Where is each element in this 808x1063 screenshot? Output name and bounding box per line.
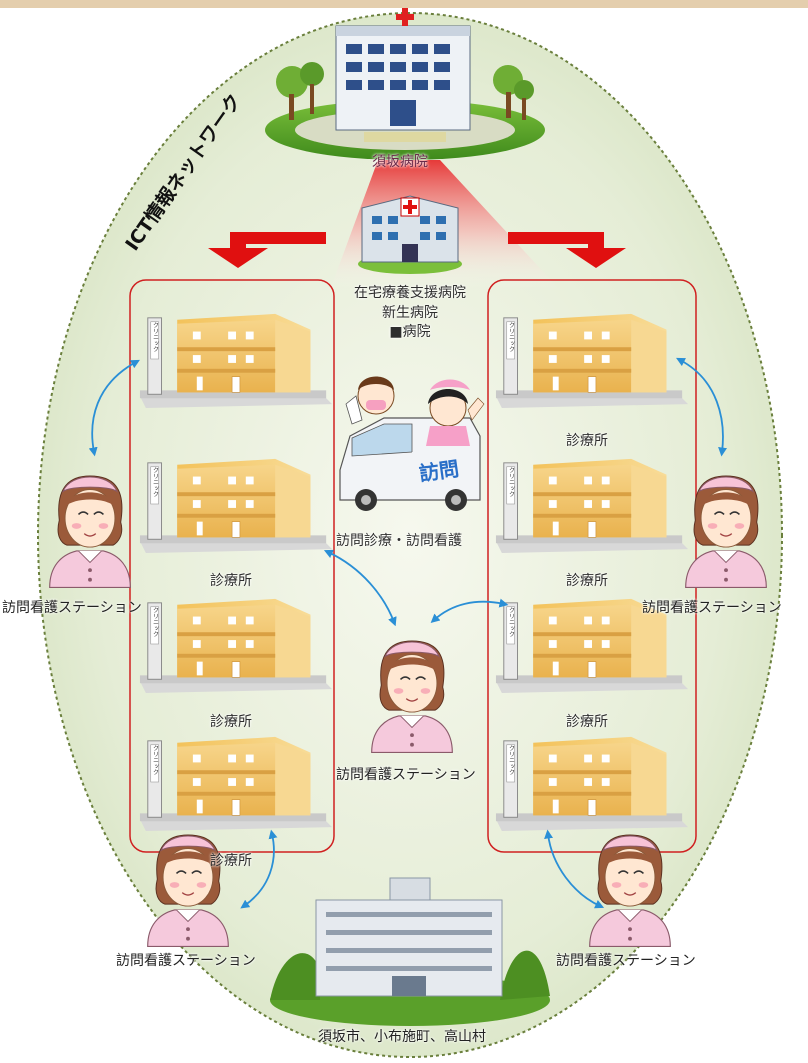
clinic-sign-text: クリニック	[152, 745, 159, 775]
station-label-bottom-right: 訪問看護ステーション	[556, 953, 696, 969]
station-label-bottom-left: 訪問看護ステーション	[116, 953, 256, 969]
link-center-nurse-right-clinic	[430, 598, 509, 623]
visit-van-illustration	[339, 376, 485, 511]
nurse-left-mid	[48, 475, 132, 589]
nurse-bottom-right	[588, 834, 672, 948]
main-hospital-illustration	[265, 8, 545, 160]
visit-service-label: 訪問診療・訪問看護	[336, 533, 462, 549]
clinic-sign-text: クリニック	[152, 607, 159, 637]
city-hall-illustration	[270, 877, 550, 1026]
clinic-sign-text: クリニック	[508, 607, 515, 637]
link-nurse-right-clinic	[676, 357, 728, 457]
station-label-right-mid: 訪問看護ステーション	[642, 600, 782, 616]
clinic-label: 診療所	[210, 853, 252, 869]
link-nurse-left-clinic	[88, 359, 140, 457]
main-hospital-name: 須坂病院	[372, 154, 428, 170]
support-hospital-title: 在宅療養支援病院	[354, 285, 466, 301]
support-hospital-illustration	[358, 195, 462, 274]
support-hospital-name-1: 新生病院	[382, 305, 438, 321]
van-text: 訪問	[418, 456, 461, 485]
support-hospital-name-2: ■病院	[389, 324, 431, 340]
municipalities-label: 須坂市、小布施町、高山村	[318, 1029, 486, 1045]
clinic-label: 診療所	[566, 573, 608, 589]
red-arrow-right	[508, 232, 626, 268]
clinic-label: 診療所	[566, 714, 608, 730]
link-bottom-left	[240, 829, 278, 909]
link-bottom-right	[544, 829, 605, 909]
nurse-center	[370, 640, 454, 754]
clinic-sign-text: クリニック	[152, 467, 159, 497]
clinic-label: 診療所	[210, 573, 252, 589]
station-label-left-mid: 訪問看護ステーション	[2, 600, 142, 616]
nurse-right-mid	[684, 475, 768, 589]
red-arrow-left	[208, 232, 326, 268]
clinic-label: 診療所	[566, 433, 608, 449]
link-center-nurse-left-clinic	[323, 549, 397, 627]
clinic-sign-text: クリニック	[508, 467, 515, 497]
clinic-label: 診療所	[210, 714, 252, 730]
clinic-sign-text: クリニック	[508, 745, 515, 775]
clinic-sign-text: クリニック	[152, 322, 159, 352]
connection-arrows	[88, 357, 728, 909]
clinic-sign-text: クリニック	[508, 322, 515, 352]
station-label-center: 訪問看護ステーション	[336, 767, 476, 783]
